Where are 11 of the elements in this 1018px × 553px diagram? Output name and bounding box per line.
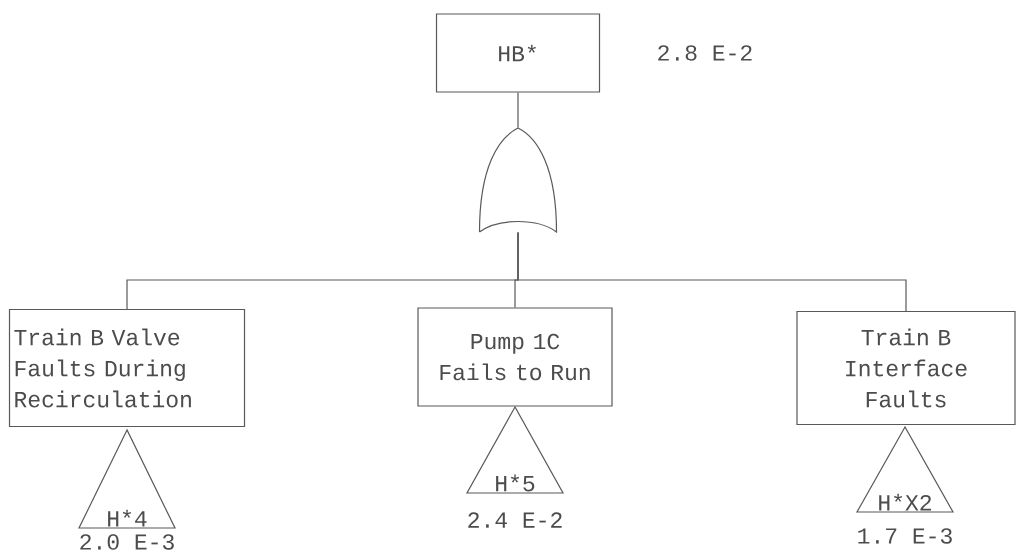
probability-value: 2.0 E-3: [80, 534, 174, 550]
probability-value: 2.8 E-2: [658, 45, 752, 61]
probability-value: 2.4 E-2: [468, 512, 562, 528]
event-box: Train B Valve Faults During Recirculation: [8, 308, 246, 428]
probability-value: 1.7 E-3: [858, 528, 952, 544]
connector-line: [517, 92, 519, 128]
or-gate: [478, 127, 558, 233]
event-box: Pump 1C Fails to Run: [417, 307, 613, 407]
event-box: HB*: [435, 13, 601, 93]
connector-line: [517, 232, 907, 312]
event-box: Train B Interface Faults: [796, 310, 1016, 426]
